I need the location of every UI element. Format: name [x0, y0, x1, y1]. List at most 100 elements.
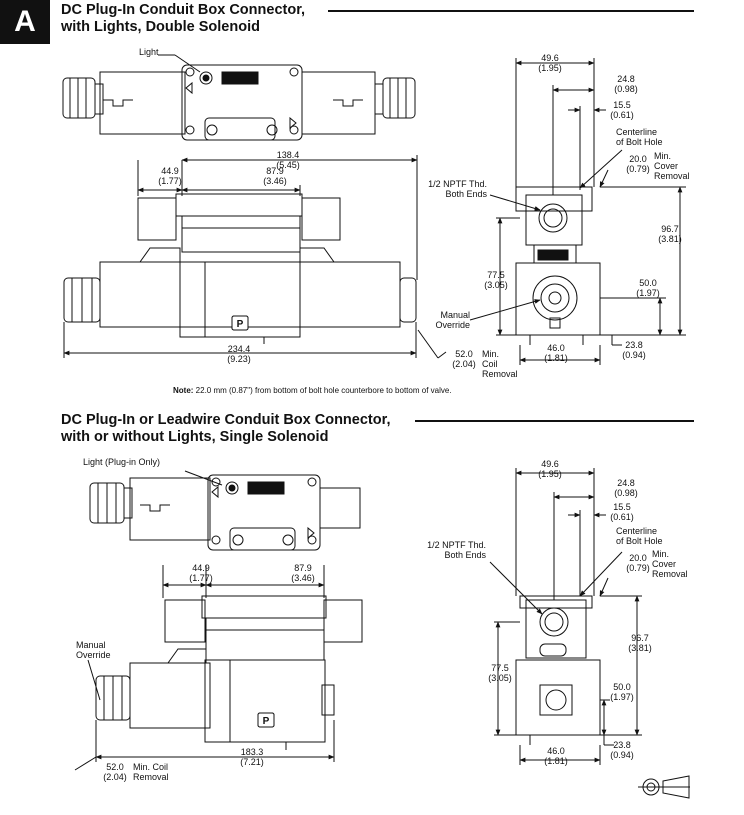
s2-dim-77-5-mm: 77.5	[491, 663, 509, 673]
s1-dim-44-9-mm: 44.9	[161, 166, 179, 176]
s2-label-light: Light (Plug-in Only)	[83, 457, 161, 467]
s1-dim-23-8-mm: 23.8	[625, 340, 643, 350]
s2-side-view	[74, 565, 363, 771]
s2-dim-183-3: 183.3 (7.21)	[227, 747, 277, 767]
s1-end-view	[469, 58, 686, 365]
s2-min-cover-removal: Min. Cover Removal	[652, 549, 688, 579]
s2-dim-183-3-mm: 183.3	[240, 747, 264, 757]
s1-dim-24-8: 24.8 (0.98)	[608, 74, 644, 94]
third-angle-projection-icon	[638, 775, 690, 799]
s2-dim-15-5-in: (0.61)	[610, 512, 634, 522]
s2-dim-23-8-in: (0.94)	[610, 750, 634, 760]
section1-title: DC Plug-In Conduit Box Connector, with L…	[61, 2, 305, 36]
s1-dim-44-9: 44.9 (1.77)	[145, 166, 195, 186]
section2-title: DC Plug-In or Leadwire Conduit Box Conne…	[61, 412, 390, 446]
s1-nptf: 1/2 NPTF Thd. Both Ends	[405, 179, 487, 199]
s1-dim-77-5-in: (3.05)	[484, 280, 508, 290]
s1-dim-49-6-mm: 49.6	[541, 53, 559, 63]
s2-min-coil-line2: Removal	[133, 772, 169, 782]
s2-dim-49-6: 49.6 (1.95)	[530, 459, 570, 479]
s1-dim-23-8-in: (0.94)	[622, 350, 646, 360]
s2-dim-50-0: 50.0 (1.97)	[604, 682, 640, 702]
s1-dim-50-0-mm: 50.0	[639, 278, 657, 288]
s2-nptf-line1: 1/2 NPTF Thd.	[427, 540, 486, 550]
s1-note: Note: 22.0 mm (0.87") from bottom of bol…	[173, 386, 452, 395]
section2-rule	[415, 420, 694, 422]
s2-dim-96-7-mm: 96.7	[631, 633, 649, 643]
section-tab: A	[0, 0, 50, 44]
s2-dim-23-8: 23.8 (0.94)	[604, 740, 640, 760]
svg-text:P: P	[237, 319, 244, 330]
s1-dim-46-0: 46.0 (1.81)	[538, 343, 574, 363]
s1-manual-line2: Override	[435, 320, 470, 330]
s2-min-coil-line1: Min. Coil	[133, 762, 169, 772]
s2-top-view	[89, 470, 361, 551]
s2-p-badge: P	[257, 712, 275, 728]
s1-dim-15-5: 15.5 (0.61)	[604, 100, 640, 120]
s2-dim-44-9-in: (1.77)	[189, 573, 213, 583]
s1-dim-49-6: 49.6 (1.95)	[530, 53, 570, 73]
s1-dim-20-0: 20.0 (0.79)	[622, 154, 654, 174]
section1-rule	[328, 10, 694, 12]
s2-min-cover-line3: Removal	[652, 569, 688, 579]
s1-nptf-line2: Both Ends	[445, 189, 487, 199]
s1-dim-138-4-in: (5.45)	[276, 160, 300, 170]
s1-min-coil-removal: Min. Coil Removal	[482, 349, 518, 379]
s2-centerline-line1: Centerline	[616, 526, 658, 536]
s1-note-label: Note:	[173, 386, 194, 395]
s1-dim-138-4-mm: 138.4	[276, 150, 300, 160]
s1-dim-96-7-in: (3.81)	[658, 234, 682, 244]
s1-top-view	[62, 54, 416, 141]
s1-dim-52-0: 52.0 (2.04)	[446, 349, 482, 369]
s1-dim-138-4: 138.4 (5.45)	[263, 150, 313, 170]
s2-min-cover-line2: Cover	[652, 559, 677, 569]
s1-centerline-line2: of Bolt Hole	[616, 137, 663, 147]
s2-centerline: Centerline of Bolt Hole	[616, 526, 663, 546]
s2-manual-override: Manual Override	[76, 640, 111, 660]
s1-dim-52-0-mm: 52.0	[455, 349, 473, 359]
s2-dim-44-9: 44.9 (1.77)	[176, 563, 226, 583]
s2-dim-44-9-mm: 44.9	[192, 563, 210, 573]
s1-dim-49-6-in: (1.95)	[538, 63, 562, 73]
s1-min-cover-line3: Removal	[654, 171, 690, 181]
s2-dim-20-0-mm: 20.0	[629, 553, 647, 563]
s2-dim-23-8-mm: 23.8	[613, 740, 631, 750]
s1-min-cover-line2: Cover	[654, 161, 679, 171]
s2-dim-46-0-mm: 46.0	[547, 746, 565, 756]
s2-dim-50-0-in: (1.97)	[610, 692, 634, 702]
s2-dim-15-5: 15.5 (0.61)	[604, 502, 640, 522]
s2-dim-87-9-in: (3.46)	[291, 573, 315, 583]
s1-dim-234-4: 234.4 (9.23)	[214, 344, 264, 364]
s2-end-view	[489, 468, 642, 765]
s1-manual-line1: Manual	[440, 310, 470, 320]
svg-text:P: P	[263, 716, 270, 727]
s2-centerline-line2: of Bolt Hole	[616, 536, 663, 546]
s2-dim-52-0-mm: 52.0	[106, 762, 124, 772]
section2-title-line1: DC Plug-In or Leadwire Conduit Box Conne…	[61, 412, 391, 428]
s2-dim-52-0-in: (2.04)	[103, 772, 127, 782]
s1-dim-234-4-in: (9.23)	[227, 354, 251, 364]
s2-dim-24-8-mm: 24.8	[617, 478, 635, 488]
s1-dim-46-0-in: (1.81)	[544, 353, 568, 363]
s1-p-badge: P	[231, 315, 249, 331]
s1-min-cover-line1: Min.	[654, 151, 672, 161]
s2-dim-77-5: 77.5 (3.05)	[482, 663, 518, 683]
s2-dim-87-9: 87.9 (3.46)	[278, 563, 328, 583]
s1-dim-234-4-mm: 234.4	[227, 344, 251, 354]
s1-dim-24-8-mm: 24.8	[617, 74, 635, 84]
s2-dim-46-0-in: (1.81)	[544, 756, 568, 766]
s2-dim-46-0: 46.0 (1.81)	[538, 746, 574, 766]
s2-dim-20-0-in: (0.79)	[626, 563, 650, 573]
s1-centerline: Centerline of Bolt Hole	[616, 127, 663, 147]
s2-dim-24-8-in: (0.98)	[614, 488, 638, 498]
s2-dim-50-0-mm: 50.0	[613, 682, 631, 692]
s2-dim-96-7: 96.7 (3.81)	[622, 633, 658, 653]
s1-dim-77-5-mm: 77.5	[487, 270, 505, 280]
s1-note-text: 22.0 mm (0.87") from bottom of bolt hole…	[193, 386, 452, 395]
s1-min-coil-line3: Removal	[482, 369, 518, 379]
s2-dim-15-5-mm: 15.5	[613, 502, 631, 512]
s1-dim-96-7-mm: 96.7	[661, 224, 679, 234]
s1-dim-96-7: 96.7 (3.81)	[652, 224, 688, 244]
s1-dim-15-5-in: (0.61)	[610, 110, 634, 120]
